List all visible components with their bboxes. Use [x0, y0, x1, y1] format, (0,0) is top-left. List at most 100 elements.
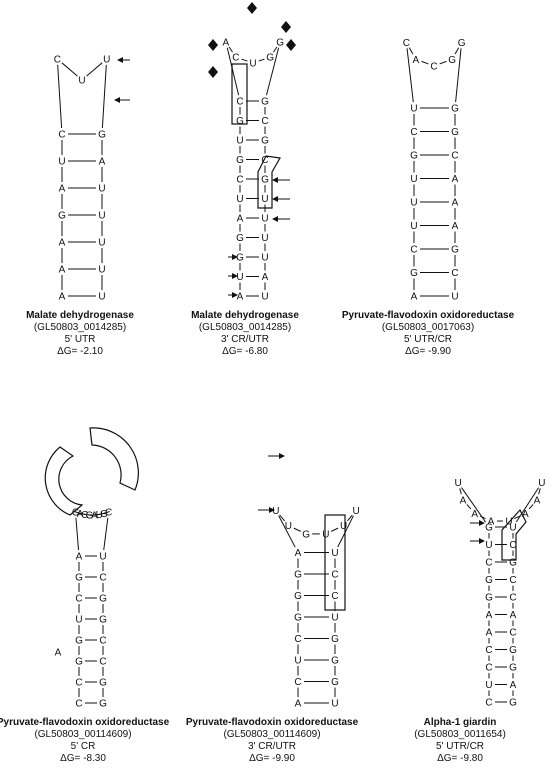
panel-4-stem-base: C: [99, 636, 106, 647]
panel-4-stem-base: G: [99, 699, 107, 710]
panel-5-stem-base: C: [294, 677, 301, 688]
panel-4-stem-base: G: [75, 573, 83, 584]
backbone-line: [278, 515, 296, 548]
panel-6-protein: Alpha-1 giardin: [423, 717, 497, 728]
panel-1-stem-base: U: [98, 265, 105, 276]
panel-6-stem-base: U: [485, 540, 492, 551]
panel-4-stem-base: G: [99, 594, 107, 605]
backbone-line: [408, 47, 414, 55]
panel-2-stem-base: C: [236, 175, 243, 186]
panel-5-stem-base: A: [295, 699, 302, 710]
backbone-line: [228, 46, 233, 53]
panel-6-stem-base: G: [485, 593, 493, 604]
panel-4-stem-base: G: [75, 657, 83, 668]
panel-4-loop-base: U: [96, 510, 103, 521]
panel-3-stem-base: C: [451, 151, 458, 162]
backbone-line: [459, 488, 462, 495]
panel-4-stem-base: G: [75, 636, 83, 647]
diamond-marker: [208, 39, 218, 51]
panel-2-stem-base: U: [236, 272, 243, 283]
panel-5-stem-base: C: [294, 634, 301, 645]
backbone-line: [347, 514, 353, 522]
panel-3-stem-base: U: [451, 292, 458, 303]
panel-2-stem-base: U: [261, 253, 268, 264]
panel-3-stem-base: C: [410, 245, 417, 256]
panel-2-stem-base: U: [261, 233, 268, 244]
highlight-box-stem: [501, 508, 527, 561]
highlight-box-stem: [324, 514, 346, 611]
panel-5-loop-base: U: [272, 506, 279, 517]
panel-4-stem-base: U: [99, 552, 106, 563]
panel-4-stem-base: G: [99, 615, 107, 626]
panel-1-loop-base: U: [103, 54, 110, 65]
diamond-marker: [281, 21, 291, 33]
panel-3-stem-base: G: [451, 104, 459, 115]
panel-1-stem-base: G: [58, 211, 66, 222]
backbone-line: [86, 62, 103, 77]
panel-1-gene-id: (GL50803_0014285): [33, 322, 127, 333]
panel-3-protein: Pyruvate-flavodoxin oxidoreductase: [341, 310, 515, 321]
panel-2-stem-base: G: [236, 155, 244, 166]
panel-3-loop-base: G: [448, 55, 456, 66]
panel-1-stem-base: G: [98, 130, 106, 141]
diamond-marker: [286, 39, 296, 51]
panel-6-stem-base: C: [509, 593, 516, 604]
panel-5-stem-base: U: [331, 613, 338, 624]
panel-1-stem-base: U: [58, 157, 65, 168]
panel-6-stem-base: U: [509, 523, 516, 534]
backbone-line: [258, 58, 265, 62]
panel-4-loop-base: C: [81, 510, 88, 521]
panel-5-stem-base: G: [294, 613, 302, 624]
panel-1-stem-base: A: [99, 157, 106, 168]
panel-3-stem-base: A: [452, 198, 459, 209]
caption-panel-6: Alpha-1 giardin (GL50803_0011654) 5' UTR…: [370, 717, 550, 765]
panel-4-stem-base: C: [75, 678, 82, 689]
panel-4-loop-base: G: [100, 509, 108, 520]
caption-panel-2: Malate dehydrogenase (GL50803_0014285) 3…: [155, 310, 335, 358]
caption-panel-1: Malate dehydrogenase (GL50803_0014285) 5…: [0, 310, 170, 358]
backbone-line: [466, 504, 472, 510]
panel-2-stem-base: A: [237, 292, 244, 303]
panel-6-loop-base: U: [538, 478, 545, 489]
panel-4-delta-g: ΔG= -8.30: [60, 753, 106, 764]
backbone-line: [75, 517, 80, 551]
panel-2-stem-base: G: [261, 136, 269, 147]
diamond-marker: [247, 2, 257, 14]
panel-5-region: 3' CR/UTR: [247, 741, 297, 752]
panel-4-stem-base: A: [76, 552, 83, 563]
panel-4-stem-base: U: [75, 615, 82, 626]
highlight-box-arc-left: [44, 446, 84, 516]
panel-6-stem-base: G: [509, 645, 517, 656]
panel-2-loop-base: C: [232, 53, 239, 64]
panel-4-loop-base: A: [77, 509, 84, 520]
panel-4-gene-id: (GL50803_00114609): [34, 729, 132, 740]
caption-panel-3: Pyruvate-flavodoxin oxidoreductase (GL50…: [338, 310, 518, 358]
panel-2-stem-base: G: [261, 97, 269, 108]
highlight-box-left-stem: [231, 63, 248, 125]
panel-5-stem-base: U: [294, 656, 301, 667]
backbone-line: [439, 60, 447, 65]
backbone-line: [241, 58, 248, 62]
panel-2-stem-base: C: [236, 97, 243, 108]
panel-1-loop-base: C: [54, 54, 61, 65]
panel-2-region: 3' CR/UTR: [220, 334, 270, 345]
panel-4-stem-base: C: [99, 657, 106, 668]
panel-5-stem-base: A: [295, 548, 302, 559]
panel-2-protein: Malate dehydrogenase: [191, 310, 299, 321]
backbone-line: [293, 527, 301, 532]
panel-6-delta-g: ΔG= -9.80: [437, 753, 483, 764]
backbone-line: [406, 48, 414, 103]
panel-5-stem-base: U: [331, 548, 338, 559]
panel-6-stem-base: A: [510, 680, 517, 691]
backbone-line: [514, 515, 521, 519]
panel-3-gene-id: (GL50803_0017063): [381, 322, 475, 333]
panel-1-stem-base: U: [98, 211, 105, 222]
panel-5-protein: Pyruvate-flavodoxin oxidoreductase: [185, 717, 359, 728]
panel-5-gene-id: (GL50803_00114609): [223, 729, 321, 740]
panel-3-stem-base: U: [410, 174, 417, 185]
backbone-line: [266, 47, 280, 96]
panel-5-delta-g: ΔG= -9.90: [249, 753, 295, 764]
panel-2-stem-base: G: [236, 116, 244, 127]
backbone-line: [226, 47, 240, 96]
